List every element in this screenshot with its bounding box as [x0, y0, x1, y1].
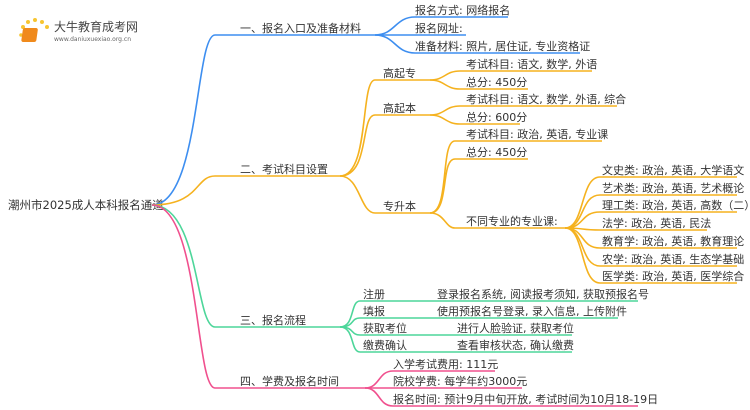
branch-2-label: 二、考试科目设置 [240, 162, 328, 176]
logo-url: www.daniuxuexiao.org.cn [54, 36, 131, 43]
gqz-label: 高起专 [383, 66, 416, 80]
gqz-item: 总分: 450分 [466, 75, 527, 89]
gqz-item: 考试科目: 语文, 数学, 外语 [466, 57, 597, 71]
major-item: 艺术类: 政治, 英语, 艺术概论 [602, 181, 744, 195]
connectors [151, 16, 737, 407]
zsb-item: 考试科目: 政治, 英语, 专业课 [466, 127, 608, 141]
step-desc: 登录报名系统, 阅读报考须知, 获取预报名号 [437, 287, 649, 301]
major-item: 医学类: 政治, 英语, 医学综合 [602, 269, 744, 283]
major-item: 法学: 政治, 英语, 民法 [602, 216, 711, 230]
major-item: 文史类: 政治, 英语, 大学语文 [602, 163, 744, 177]
root-node: 潮州市2025成人本科报名通道 [8, 198, 164, 212]
branch-4-label: 四、学费及报名时间 [240, 374, 339, 388]
fee-item: 院校学费: 每学年约3000元 [393, 374, 527, 388]
book-icon [19, 18, 49, 42]
step-desc: 进行人脸验证, 获取考位 [457, 321, 574, 335]
branch-1-item: 报名网址: [415, 21, 463, 35]
gqb-label: 高起本 [383, 101, 416, 115]
major-item: 理工类: 政治, 英语, 高数（二） [602, 198, 750, 212]
fee-item: 入学考试费用: 111元 [393, 357, 498, 371]
major-item: 教育学: 政治, 英语, 教育理论 [602, 234, 744, 248]
step-name: 缴费确认 [363, 338, 407, 352]
step-name: 注册 [363, 287, 385, 301]
zsb-label: 专升本 [383, 199, 416, 213]
step-desc: 查看审核状态, 确认缴费 [457, 338, 574, 352]
branch-1-label: 一、报名入口及准备材料 [240, 21, 361, 35]
step-name: 获取考位 [363, 321, 407, 335]
step-name: 填报 [363, 304, 385, 318]
step-desc: 使用预报名号登录, 录入信息, 上传附件 [437, 304, 627, 318]
logo: 大牛教育成考网 www.daniuxuexiao.org.cn [19, 18, 138, 43]
major-item: 农学: 政治, 英语, 生态学基础 [602, 252, 744, 266]
branch-1-item: 报名方式: 网络报名 [415, 3, 510, 17]
zsb-item: 总分: 450分 [466, 145, 527, 159]
majors-label: 不同专业的专业课: [466, 214, 558, 228]
branch-3-label: 三、报名流程 [240, 313, 306, 327]
fee-item: 报名时间: 预计9月中旬开放, 考试时间为10月18-19日 [393, 392, 658, 406]
gqb-item: 考试科目: 语文, 数学, 外语, 综合 [466, 92, 626, 106]
branch-1-item: 准备材料: 照片, 居住证, 专业资格证 [415, 39, 590, 53]
gqb-item: 总分: 600分 [466, 110, 527, 124]
logo-name: 大牛教育成考网 [54, 19, 138, 34]
